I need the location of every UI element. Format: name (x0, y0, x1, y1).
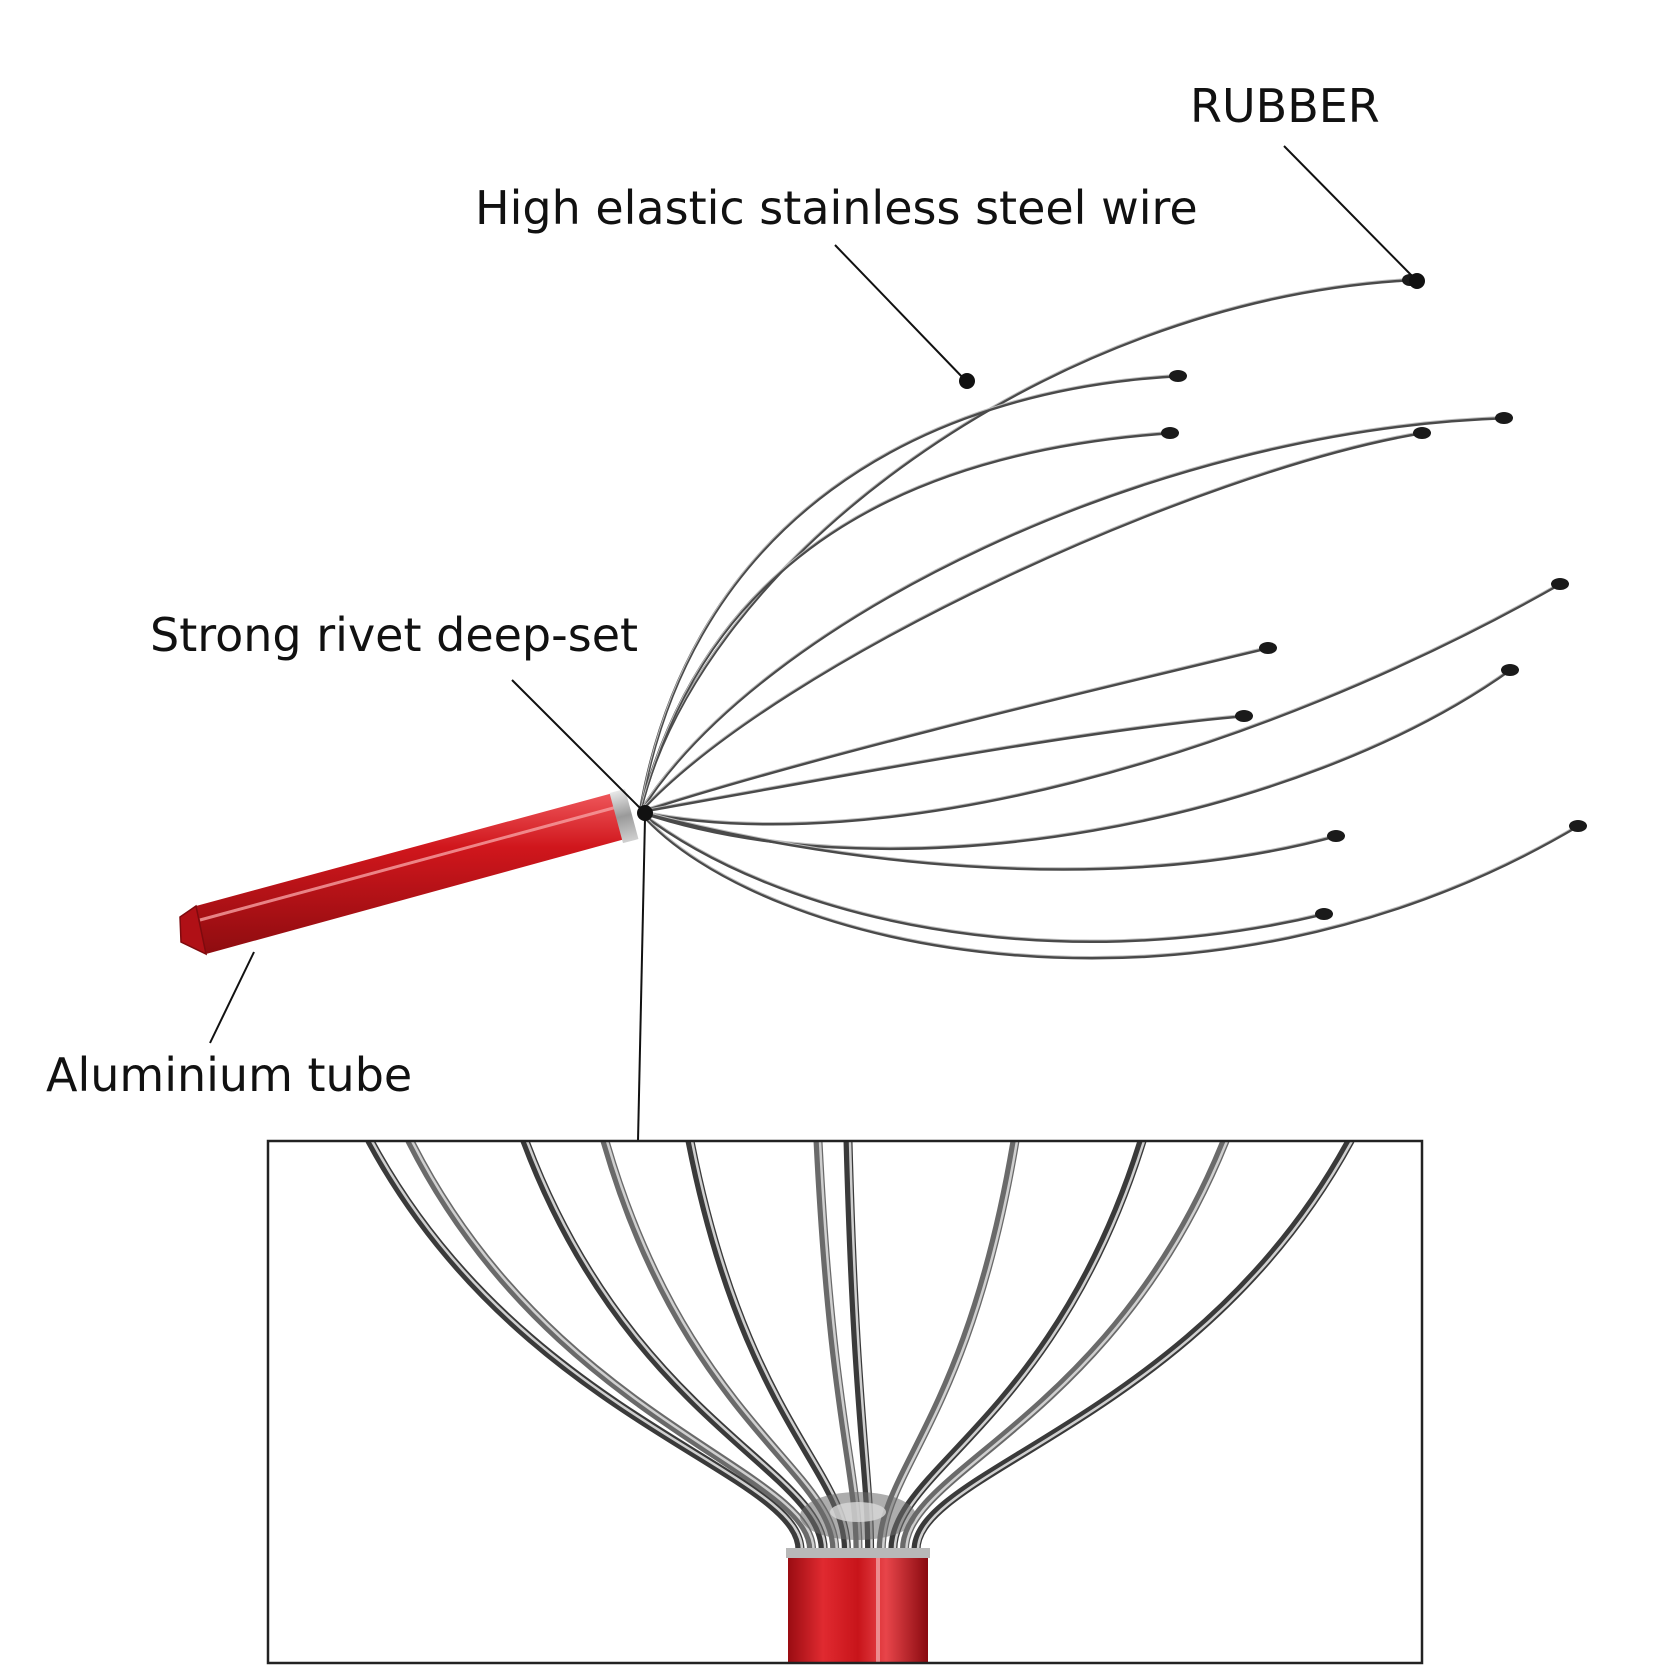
steel-wire-highlight (639, 431, 1423, 811)
label-rivet: Strong rivet deep-set (150, 608, 638, 662)
steel-wire (638, 810, 1338, 871)
marker-rivet (637, 805, 653, 821)
steel-wire (638, 582, 1562, 826)
steel-wire-highlight (639, 374, 1179, 811)
rubber-tip (1259, 642, 1277, 654)
leader-markers (637, 273, 1425, 821)
rubber-tip (1327, 830, 1345, 842)
label-rubber: RUBBER (1190, 79, 1380, 133)
steel-wire-highlight (639, 714, 1245, 811)
steel-wire (638, 431, 1172, 814)
rubber-tip (1169, 370, 1187, 382)
marker-wire (959, 373, 975, 389)
steel-wire-highlight (639, 810, 1579, 957)
closeup-wire-highlight (905, 1141, 1229, 1552)
steel-wire-highlight (639, 416, 1505, 811)
label-wire: High elastic stainless steel wire (475, 181, 1198, 235)
rubber-tip (1413, 427, 1431, 439)
steel-wire (638, 646, 1270, 814)
closeup-wire-highlight (410, 1141, 815, 1552)
leader-tube (209, 951, 255, 1044)
rubber-tip (1495, 412, 1513, 424)
steel-wire-bundle (638, 278, 1580, 960)
aluminium-tube-handle (179, 788, 639, 956)
leader-inset (637, 817, 646, 1142)
steel-wire (638, 374, 1180, 814)
leader-rubber (1283, 145, 1418, 282)
steel-wire (638, 416, 1506, 814)
rubber-tip-group (1161, 274, 1587, 920)
steel-wire-highlight (639, 810, 1325, 941)
rubber-tip (1235, 710, 1253, 722)
rubber-tip (1161, 427, 1179, 439)
steel-wire (638, 810, 1326, 944)
rubber-tip (1551, 578, 1569, 590)
rubber-tip (1569, 820, 1587, 832)
steel-wire (638, 714, 1246, 814)
marker-rubber (1409, 273, 1425, 289)
steel-wire (638, 668, 1512, 851)
steel-wire (638, 278, 1412, 814)
steel-wire-highlight (639, 582, 1561, 823)
closeup-tube (786, 1492, 930, 1663)
closeup-wire-highlight (370, 1141, 804, 1552)
closeup-wire (899, 1141, 1230, 1555)
closeup-wire-highlight (916, 1141, 1354, 1552)
rubber-tip (1315, 908, 1333, 920)
inset-frame (266, 1139, 1424, 1665)
rivet-closeup-inset (266, 1139, 1424, 1665)
steel-wire-highlight (639, 810, 1337, 869)
leader-wire (834, 244, 967, 382)
steel-wire-highlight (639, 278, 1411, 811)
leader-lines (209, 145, 1418, 1142)
rubber-tip (1501, 664, 1519, 676)
steel-wire-highlight (639, 646, 1269, 811)
steel-wire (638, 431, 1424, 814)
leader-rivet (511, 679, 641, 809)
label-tube: Aluminium tube (46, 1048, 412, 1102)
steel-wire-highlight (639, 431, 1171, 811)
steel-wire (638, 810, 1580, 960)
